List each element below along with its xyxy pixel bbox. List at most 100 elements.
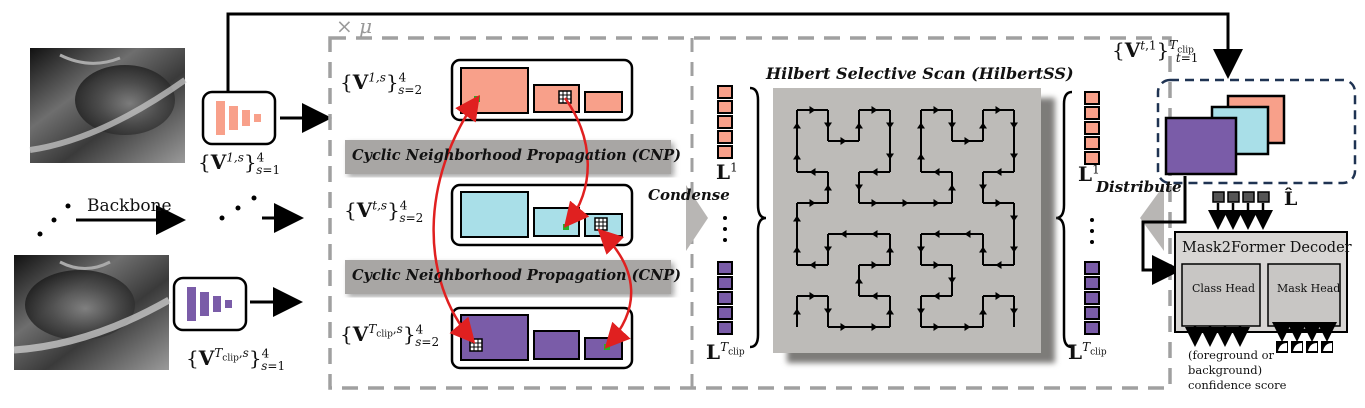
hilbert-arrowhead xyxy=(917,153,925,160)
hilbert-arrowhead xyxy=(933,106,940,114)
mask-head-label: Mask Head xyxy=(1277,282,1341,295)
hilbert-arrowhead xyxy=(840,137,847,145)
hilbert-arrowhead xyxy=(793,153,801,160)
feature-stack-last xyxy=(450,306,634,370)
hilbert-arrowhead xyxy=(979,122,987,129)
backbone-label: Backbone xyxy=(87,196,172,216)
hilbert-arrowhead xyxy=(886,308,894,315)
hilbert-arrowhead xyxy=(886,246,894,253)
hilbert-arrowhead xyxy=(979,308,987,315)
red-arrow-first-middle xyxy=(563,97,590,228)
hilbert-arrowhead xyxy=(948,122,956,129)
hilbert-arrowhead xyxy=(824,122,832,129)
feature-label-last: {VTclip,s}4s=1 xyxy=(186,346,286,373)
class-head-outputs xyxy=(1185,326,1250,347)
token-label-last-left: LTclip xyxy=(706,340,745,364)
hilbert-arrowhead xyxy=(824,246,832,253)
cnp-label-bottom: Cyclic Neighborhood Propagation (CNP) xyxy=(352,267,682,284)
mask-icons xyxy=(1276,341,1333,353)
hilbert-arrowhead xyxy=(855,184,863,191)
token-column-right xyxy=(1084,91,1100,335)
hilbert-arrowhead xyxy=(871,292,878,300)
hilbert-arrowhead xyxy=(995,261,1002,269)
hilbert-arrowhead xyxy=(902,199,909,207)
hilbert-arrowhead xyxy=(871,261,878,269)
feature-stack-first xyxy=(450,58,634,122)
hilbert-arrowhead xyxy=(964,230,971,238)
distribute-chevron xyxy=(1140,185,1164,251)
hilbert-arrowhead xyxy=(964,323,971,331)
hilbert-arrowhead xyxy=(793,215,801,222)
repeat-multiplier: × μ xyxy=(336,14,373,38)
decoder-title: Mask2Former Decoder xyxy=(1182,240,1352,256)
hilbert-arrowhead xyxy=(809,261,816,269)
hilbert-arrowhead xyxy=(948,184,956,191)
stack-label-last: {VTclip,s}4s=2 xyxy=(340,322,440,349)
brace-right xyxy=(1055,90,1073,349)
grid-patch-middle xyxy=(594,217,608,231)
hilbert-arrowhead xyxy=(933,230,940,238)
hilbert-arrowhead xyxy=(871,230,878,238)
hilbert-arrowhead xyxy=(809,106,816,114)
hilbert-arrowhead xyxy=(979,184,987,191)
green-anchor-middle xyxy=(563,224,569,230)
condense-chevron xyxy=(686,185,708,251)
hilbert-arrowhead xyxy=(886,153,894,160)
hilbert-arrowhead xyxy=(1010,153,1018,160)
output-frames-box xyxy=(1156,78,1357,185)
hilbert-arrowhead xyxy=(995,199,1002,207)
ultrasound-image-last xyxy=(13,255,171,370)
hilbert-arrowhead xyxy=(917,122,925,129)
hilbert-curve xyxy=(793,106,1018,331)
hilbert-arrowhead xyxy=(933,168,940,176)
hilbert-title: Hilbert Selective Scan (HilbertSS) xyxy=(766,64,1074,83)
feature-label-first: {V1,s}4s=1 xyxy=(198,150,281,177)
hilbert-arrowhead xyxy=(933,261,940,269)
mask-head-box xyxy=(1267,263,1341,327)
stack-label-first: {V1,s}4s=2 xyxy=(340,70,423,97)
hilbert-arrowhead xyxy=(933,323,940,331)
encoder-purple xyxy=(172,276,248,332)
hilbert-arrowhead xyxy=(886,122,894,129)
token-label-last-right: LTclip xyxy=(1068,340,1107,364)
red-arrow-middle-last xyxy=(597,228,633,349)
brace-left xyxy=(749,86,767,349)
hilbert-arrowhead xyxy=(855,122,863,129)
hilbert-arrowhead xyxy=(917,308,925,315)
hilbert-arrowhead xyxy=(855,277,863,284)
hilbert-arrowhead xyxy=(933,199,940,207)
hilbert-arrowhead xyxy=(871,168,878,176)
hilbert-arrowhead xyxy=(1010,246,1018,253)
output-features-label: {Vt,1}Tclipt=1 xyxy=(1112,38,1199,65)
confidence-caption-line-3: confidence score xyxy=(1188,378,1287,392)
hilbert-arrowhead xyxy=(809,292,816,300)
hilbert-arrowhead xyxy=(793,246,801,253)
hilbert-arrowhead xyxy=(995,168,1002,176)
repeat-block-outer xyxy=(328,36,1172,390)
hilbert-arrowhead xyxy=(979,246,987,253)
query-label: L̂ xyxy=(1284,188,1298,210)
skip-connection-arrow xyxy=(226,12,1243,92)
hilbert-arrowhead xyxy=(793,308,801,315)
cnp-label-top: Cyclic Neighborhood Propagation (CNP) xyxy=(352,147,682,164)
class-head-label: Class Head xyxy=(1192,282,1255,295)
hilbert-arrowhead xyxy=(948,277,956,284)
hilbert-arrowhead xyxy=(995,106,1002,114)
hilbert-arrowhead xyxy=(871,106,878,114)
hilbert-panel xyxy=(773,88,1055,363)
hilbert-arrowhead xyxy=(824,308,832,315)
distribute-label: Distribute xyxy=(1096,178,1182,196)
condense-label: Condense xyxy=(648,186,730,204)
hilbert-arrowhead xyxy=(824,184,832,191)
stack-label-middle: {Vt,s}4s=2 xyxy=(344,198,424,225)
query-tokens xyxy=(1208,191,1273,230)
ultrasound-image-first xyxy=(29,48,187,163)
hilbert-arrowhead xyxy=(964,137,971,145)
grid-patch-last xyxy=(469,338,483,352)
encoder-salmon xyxy=(201,90,277,146)
hilbert-arrowhead xyxy=(871,323,878,331)
confidence-caption-line-2: background) xyxy=(1188,363,1263,377)
frames-to-decoder-arrow xyxy=(1141,176,1187,285)
hilbert-arrowhead xyxy=(871,199,878,207)
token-label-first-right: L1 xyxy=(1078,162,1100,186)
